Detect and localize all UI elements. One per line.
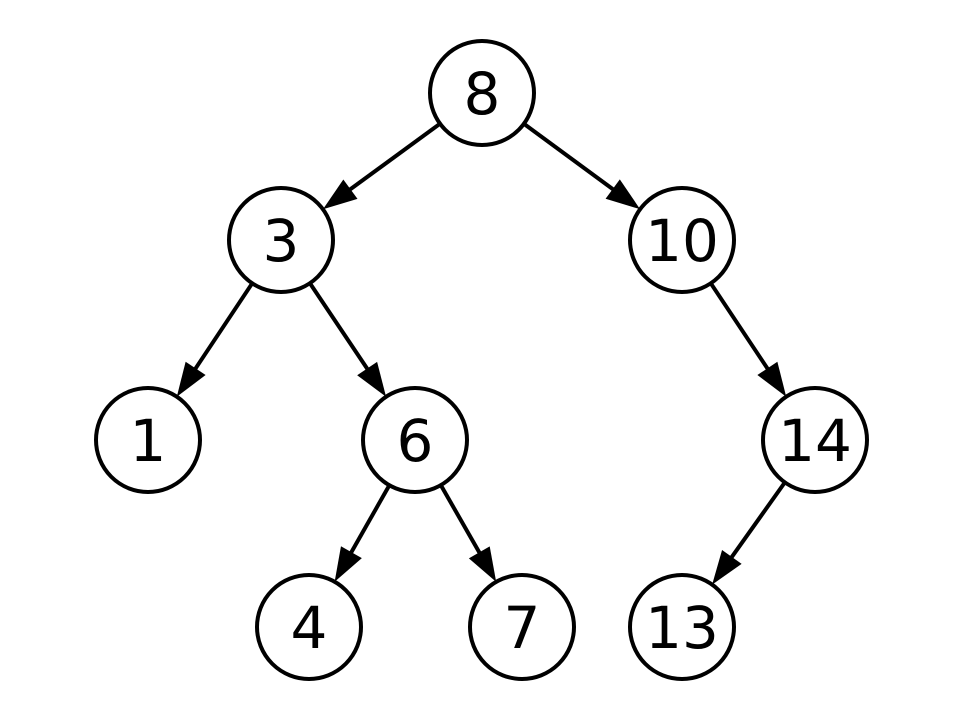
tree-node-3: 3 <box>227 186 335 294</box>
node-label: 3 <box>263 207 300 275</box>
node-label: 10 <box>645 207 719 275</box>
arrowhead-icon <box>605 179 641 210</box>
edge-n10-n14 <box>709 282 771 372</box>
node-circle <box>761 386 869 494</box>
tree-node-6: 6 <box>361 386 469 494</box>
tree-node-14: 14 <box>761 386 869 494</box>
node-label: 1 <box>130 407 167 475</box>
edge-n3-n6 <box>308 282 370 372</box>
tree-node-7: 7 <box>468 573 576 681</box>
nodes-group: 8 3 10 1 6 14 4 7 13 <box>94 39 869 681</box>
edges-group <box>176 122 787 585</box>
tree-node-4: 4 <box>255 573 363 681</box>
tree-node-10: 10 <box>628 186 736 294</box>
arrowhead-icon <box>334 546 362 582</box>
node-label: 4 <box>291 594 328 662</box>
node-circle <box>255 573 363 681</box>
node-circle <box>428 39 536 147</box>
node-circle <box>227 186 335 294</box>
node-label: 7 <box>504 594 541 662</box>
node-label: 13 <box>645 594 719 662</box>
tree-node-8: 8 <box>428 39 536 147</box>
arrowhead-icon <box>322 179 358 210</box>
edge-n6-n4 <box>348 484 392 555</box>
edge-n6-n7 <box>439 484 483 556</box>
edge-n8-n10 <box>522 122 616 192</box>
edge-n3-n1 <box>192 282 254 372</box>
arrowhead-icon <box>712 549 742 585</box>
arrowhead-icon <box>757 361 787 397</box>
node-circle <box>628 573 736 681</box>
node-circle <box>94 386 202 494</box>
arrowhead-icon <box>357 361 387 397</box>
tree-node-13: 13 <box>628 573 736 681</box>
node-label: 6 <box>397 407 434 475</box>
tree-node-1: 1 <box>94 386 202 494</box>
edge-n14-n13 <box>729 481 787 560</box>
edge-n8-n3 <box>347 122 442 193</box>
node-label: 8 <box>464 60 501 128</box>
arrowhead-icon <box>468 546 497 582</box>
node-circle <box>628 186 736 294</box>
node-label: 14 <box>778 407 852 475</box>
arrowhead-icon <box>176 361 206 397</box>
node-circle <box>361 386 469 494</box>
node-circle <box>468 573 576 681</box>
